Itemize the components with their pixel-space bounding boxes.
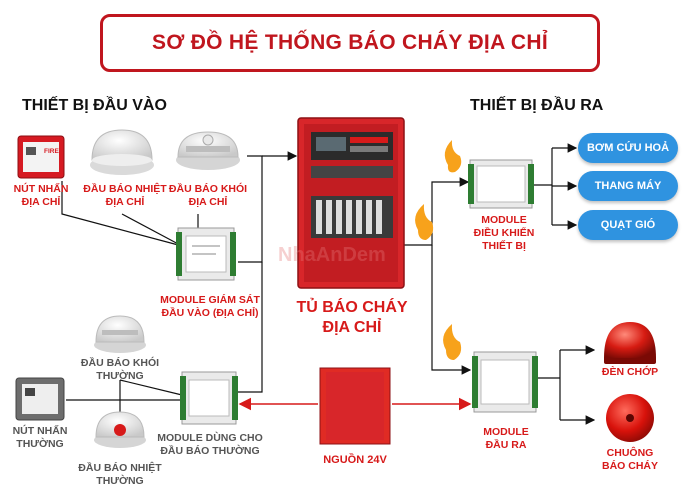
strobe-label: ĐÈN CHỚP <box>601 366 659 378</box>
title-box: SƠ ĐỒ HỆ THỐNG BÁO CHÁY ĐỊA CHỈ <box>100 14 600 72</box>
pill-elevator: THANG MÁY <box>578 171 678 201</box>
pill-ventilation-fan: QUẠT GIÓ <box>578 210 678 240</box>
control-module <box>468 159 534 209</box>
watermark: NhaAnDem <box>278 244 386 266</box>
call-point-conventional <box>15 377 65 421</box>
output-module <box>472 351 538 413</box>
call-point-fire-text: FIRE <box>44 148 59 155</box>
fire-alarm-panel <box>297 117 405 289</box>
heat-detector-addressable <box>90 129 154 175</box>
conventional-module <box>180 371 238 425</box>
input-section-title: THIẾT BỊ ĐẦU VÀO <box>22 97 167 114</box>
monitor-module <box>176 227 236 281</box>
heat-detector-conventional <box>94 411 146 448</box>
pill-fire-pump: BƠM CỨU HOẢ <box>578 133 678 163</box>
power-label: NGUỒN 24V <box>323 454 387 466</box>
fire-bell <box>606 394 654 442</box>
smoke-detector-addressable <box>176 131 240 170</box>
smoke-detector-conventional <box>94 315 146 353</box>
power-supply-box <box>319 367 391 445</box>
strobe-light <box>604 322 656 364</box>
output-section-title: THIẾT BỊ ĐẦU RA <box>470 97 604 114</box>
flame-icons <box>415 140 462 360</box>
input-wiring <box>61 151 298 430</box>
call-point-addressable <box>17 135 65 179</box>
diagram-title: SƠ ĐỒ HỆ THỐNG BÁO CHÁY ĐỊA CHỈ <box>152 31 548 54</box>
